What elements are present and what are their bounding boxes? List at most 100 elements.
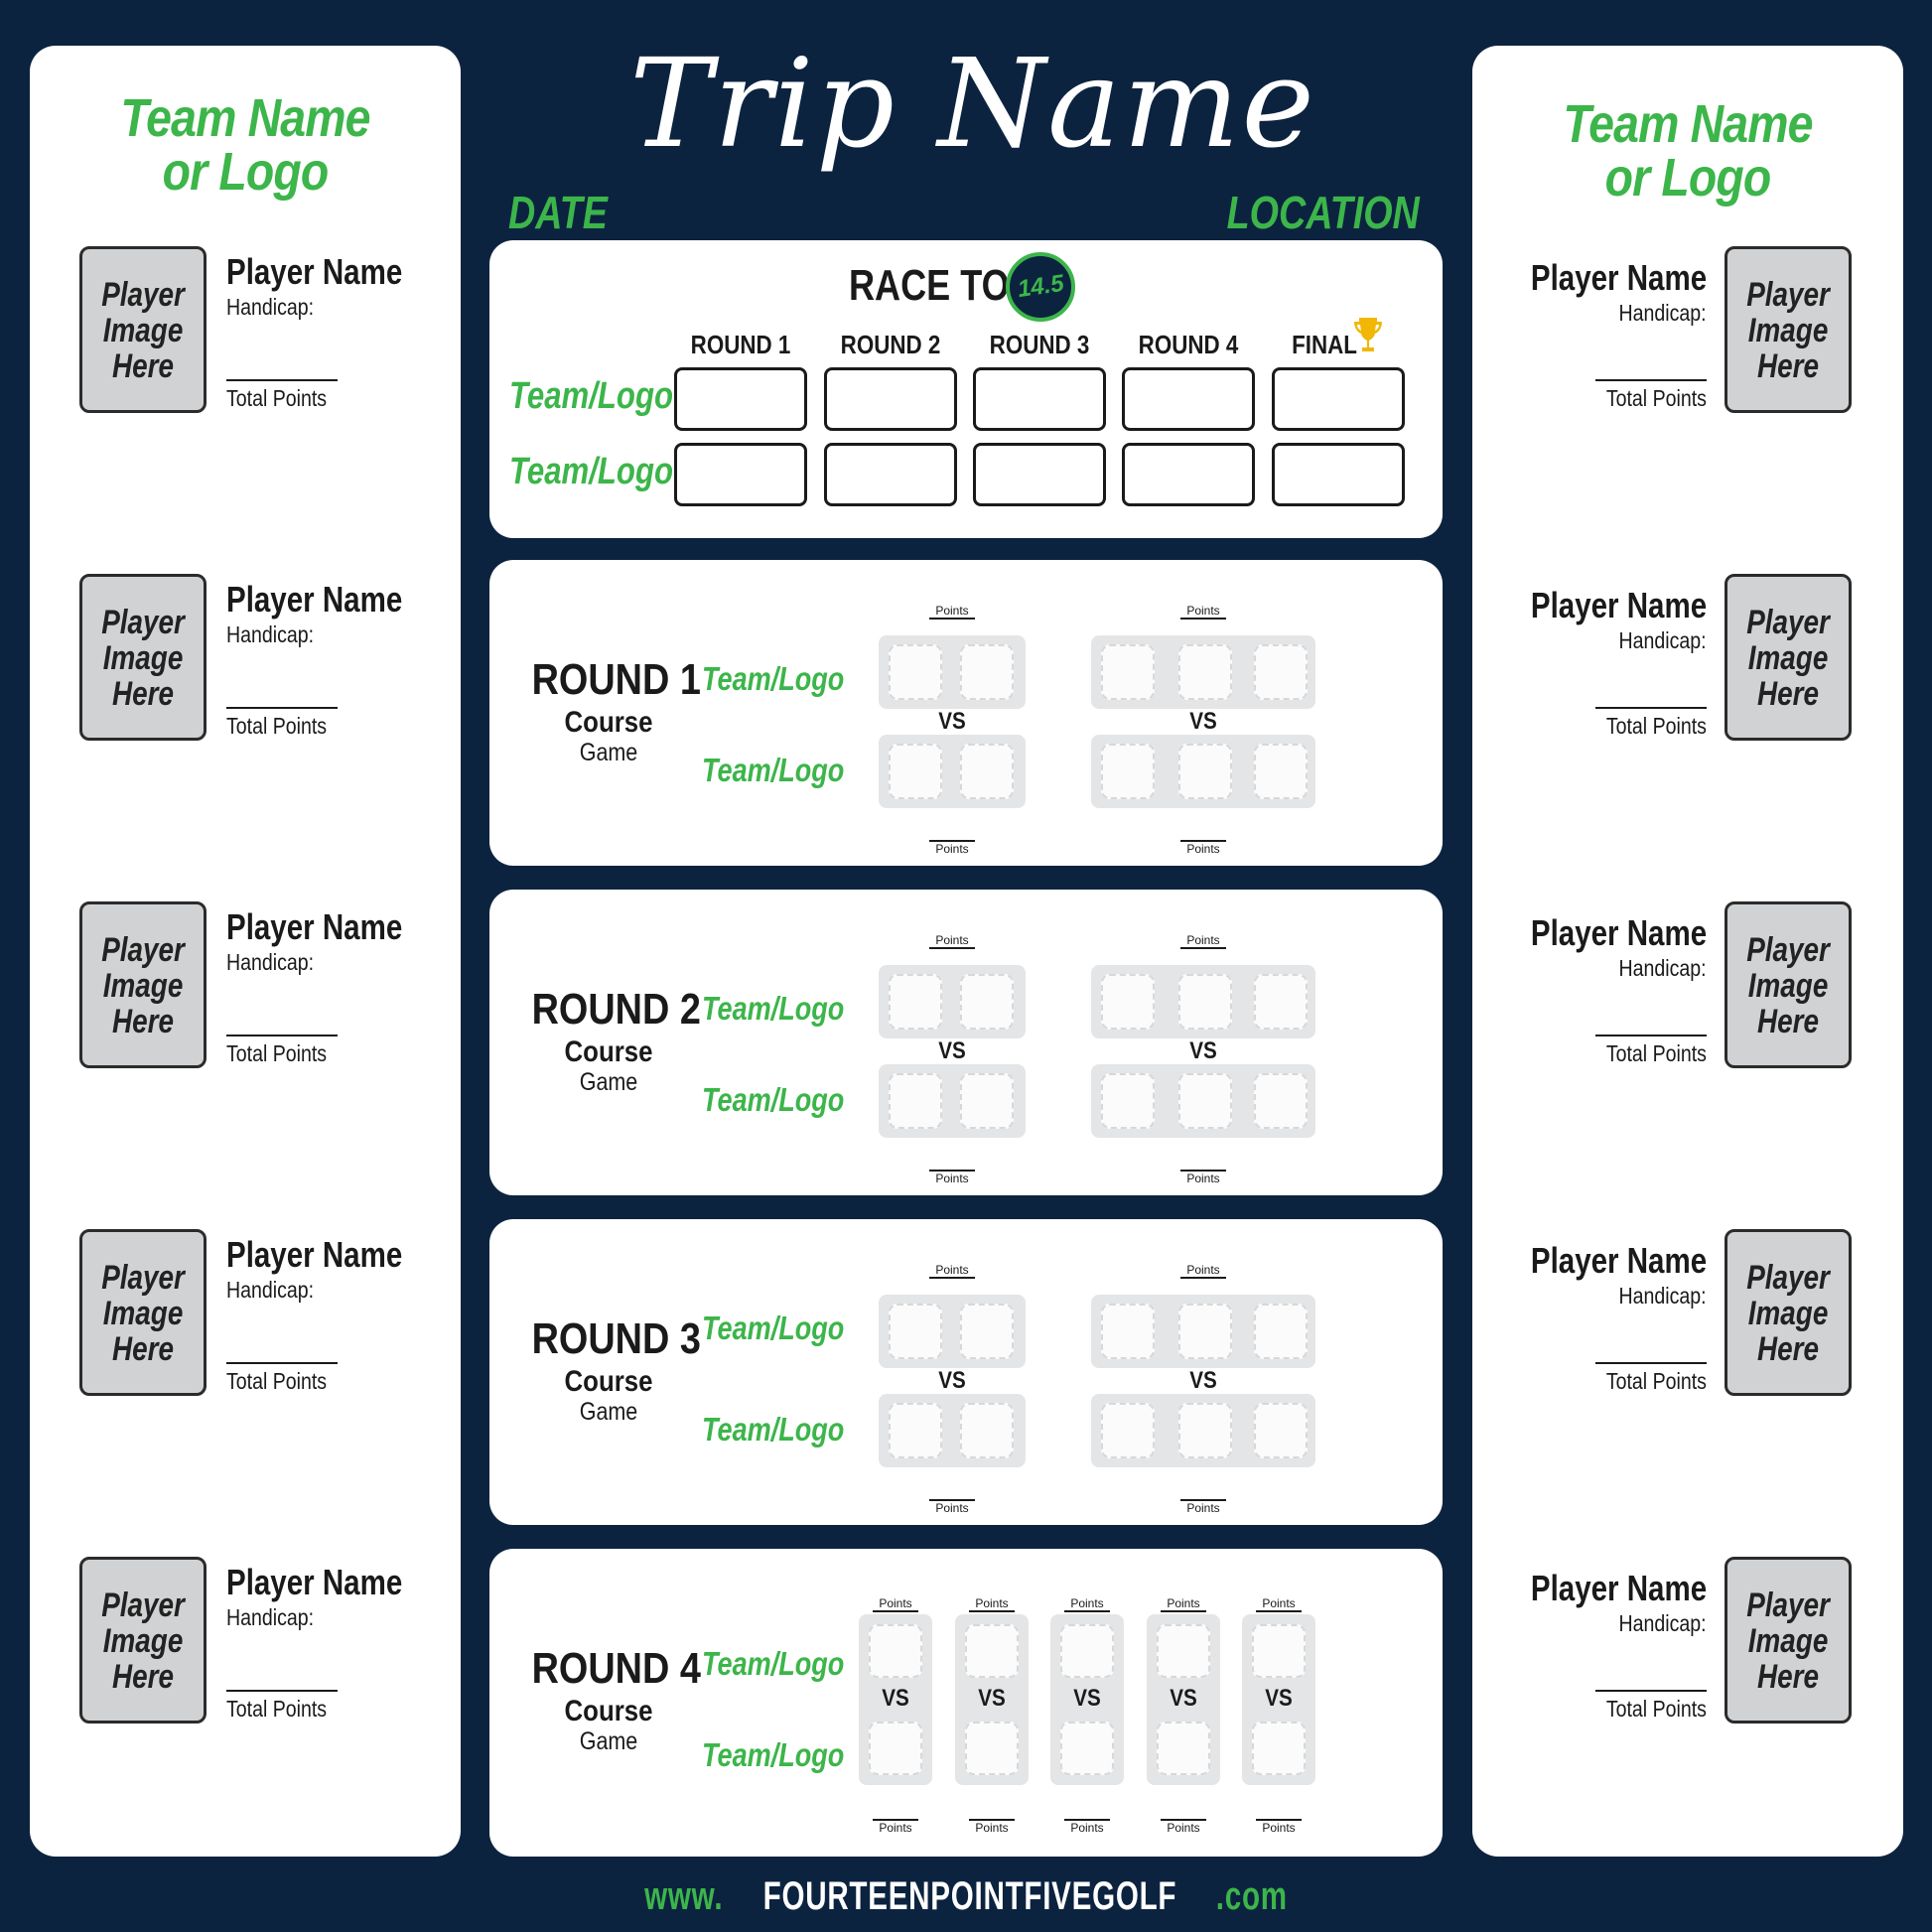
race-score-box[interactable] <box>973 367 1106 431</box>
score-cell[interactable] <box>1254 644 1308 700</box>
score-cell[interactable] <box>1254 1403 1308 1458</box>
score-cell[interactable] <box>965 1722 1019 1775</box>
score-cell[interactable] <box>1178 1403 1232 1458</box>
score-cell[interactable] <box>1178 644 1232 700</box>
player-name: Player Name <box>1530 257 1707 298</box>
race-score-box[interactable] <box>1272 443 1405 506</box>
score-cell[interactable] <box>1252 1722 1306 1775</box>
score-cell[interactable] <box>960 644 1014 700</box>
points-label: Points <box>1180 604 1226 620</box>
score-cell[interactable] <box>1060 1722 1114 1775</box>
round-team-a: Team/Logo <box>702 660 845 697</box>
score-group: VS <box>1147 1614 1220 1785</box>
score-cell[interactable] <box>869 1722 922 1775</box>
player-name: Player Name <box>226 251 403 292</box>
score-cell[interactable] <box>1254 744 1308 799</box>
score-cell[interactable] <box>889 644 942 700</box>
handicap-label: Handicap: <box>1618 1610 1707 1636</box>
score-cell[interactable] <box>889 974 942 1030</box>
score-cell[interactable] <box>960 1304 1014 1359</box>
player-name: Player Name <box>1530 585 1707 625</box>
score-cell[interactable] <box>1178 974 1232 1030</box>
score-cell[interactable] <box>1101 744 1155 799</box>
score-cell[interactable] <box>1254 974 1308 1030</box>
score-cell[interactable] <box>869 1624 922 1678</box>
score-cell[interactable] <box>1101 644 1155 700</box>
score-cell[interactable] <box>1252 1624 1306 1678</box>
score-cell[interactable] <box>1178 744 1232 799</box>
handicap-label: Handicap: <box>1618 300 1707 326</box>
vs-label: VS <box>1189 1367 1217 1394</box>
points-label: Points <box>1161 1819 1206 1835</box>
score-cell[interactable] <box>1101 1304 1155 1359</box>
score-cell[interactable] <box>1178 1304 1232 1359</box>
round-team-b: Team/Logo <box>702 1081 845 1118</box>
race-column-header: ROUND 3 <box>989 330 1090 359</box>
score-cell[interactable] <box>1157 1722 1210 1775</box>
score-cell[interactable] <box>1101 974 1155 1030</box>
race-score-box[interactable] <box>973 443 1106 506</box>
player-name: Player Name <box>226 906 403 947</box>
score-cell[interactable] <box>960 1073 1014 1129</box>
race-score-box[interactable] <box>1122 367 1255 431</box>
score-cell[interactable] <box>889 1304 942 1359</box>
score-cell[interactable] <box>1254 1073 1308 1129</box>
total-points-line <box>1595 1690 1707 1692</box>
score-cell[interactable] <box>960 744 1014 799</box>
race-score-box[interactable] <box>824 367 957 431</box>
race-score-box[interactable] <box>674 443 807 506</box>
race-score-box[interactable] <box>674 367 807 431</box>
score-cell[interactable] <box>1254 1304 1308 1359</box>
race-column-header: ROUND 1 <box>690 330 791 359</box>
score-group <box>1091 735 1315 808</box>
race-score-box[interactable] <box>824 443 957 506</box>
points-label: Points <box>1180 933 1226 949</box>
total-points-label: Total Points <box>226 385 328 411</box>
race-score-box[interactable] <box>1272 367 1405 431</box>
score-cell[interactable] <box>965 1624 1019 1678</box>
vs-label: VS <box>1189 1037 1217 1064</box>
points-label: Points <box>929 1499 975 1515</box>
score-cell[interactable] <box>960 974 1014 1030</box>
score-cell[interactable] <box>1060 1624 1114 1678</box>
race-column-header: ROUND 2 <box>840 330 941 359</box>
score-cell[interactable] <box>1157 1624 1210 1678</box>
points-label: Points <box>929 1263 975 1279</box>
total-points-label: Total Points <box>1605 1696 1707 1722</box>
trip-location: LOCATION <box>1226 187 1420 238</box>
race-team-label: Team/Logo <box>509 375 674 417</box>
score-cell[interactable] <box>889 744 942 799</box>
score-cell[interactable] <box>889 1403 942 1458</box>
score-cell[interactable] <box>889 1073 942 1129</box>
vs-label: VS <box>938 1037 966 1064</box>
website-footer[interactable]: www.FOURTEENPOINTFIVEGOLF.com <box>644 1874 1289 1918</box>
race-score-box[interactable] <box>1122 443 1255 506</box>
score-cell[interactable] <box>1178 1073 1232 1129</box>
score-cell[interactable] <box>1101 1073 1155 1129</box>
total-points-label: Total Points <box>226 1696 328 1722</box>
score-cell[interactable] <box>960 1403 1014 1458</box>
score-group <box>879 1295 1026 1368</box>
round-team-a: Team/Logo <box>702 1310 845 1346</box>
vs-label: VS <box>1265 1685 1293 1712</box>
vs-label: VS <box>938 1367 966 1394</box>
total-points-label: Total Points <box>226 1040 328 1066</box>
score-cell[interactable] <box>1101 1403 1155 1458</box>
